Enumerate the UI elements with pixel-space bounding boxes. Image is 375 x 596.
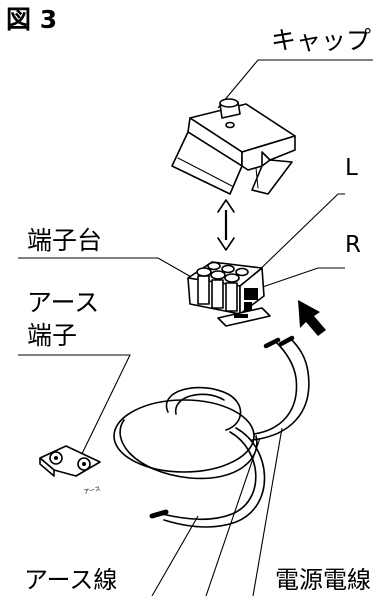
ground-terminal-label-line1: アース [27, 288, 100, 317]
power-cord-drawing [113, 335, 310, 528]
terminal-block-label: 端子台 [27, 226, 103, 255]
figure-label: 図 3 [6, 5, 58, 34]
direction-arrow-icon [298, 300, 326, 336]
ground-terminal-leader-line [18, 354, 131, 463]
double-arrow-icon [217, 199, 235, 251]
power-cord-leader-line-1 [205, 437, 261, 596]
ground-wire-leader-line [151, 515, 199, 596]
l-leader-line [250, 193, 345, 279]
ground-terminal-drawing [39, 445, 101, 477]
l-terminal-label: L [345, 155, 358, 181]
terminal-block-leader-line [18, 257, 201, 283]
cap-leader-line [217, 59, 373, 109]
r-terminal-label: R [345, 232, 361, 258]
cap-drawing [171, 98, 296, 195]
ground-wire-label: アース線 [24, 566, 118, 594]
power-cord-label: 電源電線 [275, 566, 371, 594]
power-cord-leader-line-2 [252, 427, 283, 596]
cap-label: キャップ [270, 26, 371, 55]
ground-marking-text: アース [83, 486, 101, 496]
ground-terminal-label-line2: 端子 [27, 321, 78, 350]
r-leader-line [247, 267, 345, 293]
terminal-block-drawing [187, 261, 271, 327]
